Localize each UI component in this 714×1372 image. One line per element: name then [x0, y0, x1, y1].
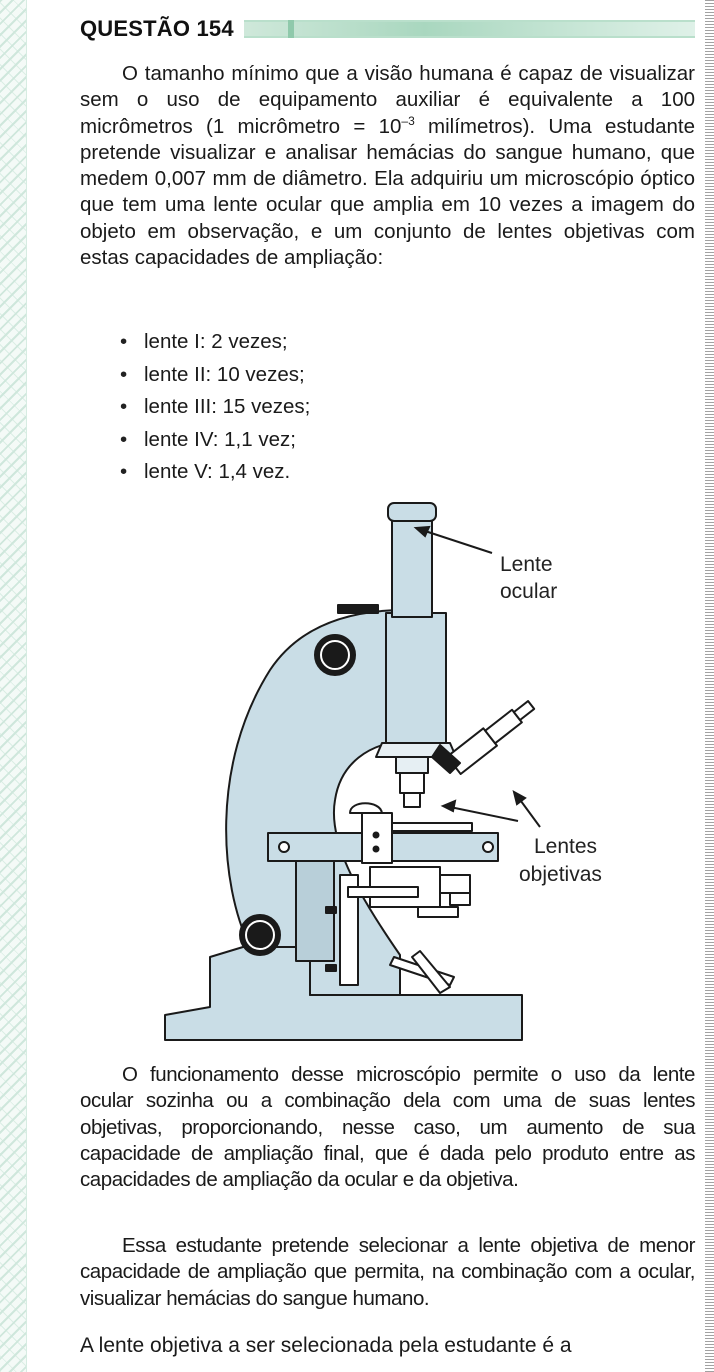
- ocular-lens-cap: [387, 502, 437, 522]
- microscope-figure: Lente ocular Lentes objetivas: [164, 502, 602, 1041]
- header-decorative-bar: [243, 20, 695, 38]
- list-item: lente III: 15 vezes;: [120, 391, 310, 424]
- intro-paragraph: O tamanho mínimo que a visão humana é ca…: [80, 62, 695, 270]
- exponent: –3: [401, 113, 415, 128]
- label-lente-ocular-2: ocular: [500, 580, 557, 603]
- list-item: lente IV: 1,1 vez;: [120, 424, 310, 457]
- question-title: QUESTÃO 154: [80, 16, 234, 41]
- microscope-body-tube: [385, 612, 447, 744]
- label-lente-ocular-1: Lente: [500, 553, 553, 576]
- list-item: lente II: 10 vezes;: [120, 359, 310, 392]
- question-header: QUESTÃO 154: [80, 14, 695, 44]
- goal-paragraph: Essa estudante pretende selecionar a len…: [80, 1234, 695, 1310]
- label-lentes-objetivas-2: objetivas: [519, 863, 602, 886]
- function-paragraph: O funcionamento desse microscópio permit…: [80, 1063, 695, 1192]
- label-lentes-objetivas-1: Lentes: [534, 835, 597, 858]
- list-item: lente V: 1,4 vez.: [120, 456, 310, 489]
- eyepiece-tube: [391, 508, 433, 618]
- list-item: lente I: 2 vezes;: [120, 326, 310, 359]
- lens-options-list: lente I: 2 vezes; lente II: 10 vezes; le…: [120, 326, 310, 489]
- question-prompt: A lente objetiva a ser selecionada pela …: [80, 1334, 572, 1357]
- decorative-right-border: [705, 0, 714, 1372]
- decorative-left-border: [0, 0, 27, 1372]
